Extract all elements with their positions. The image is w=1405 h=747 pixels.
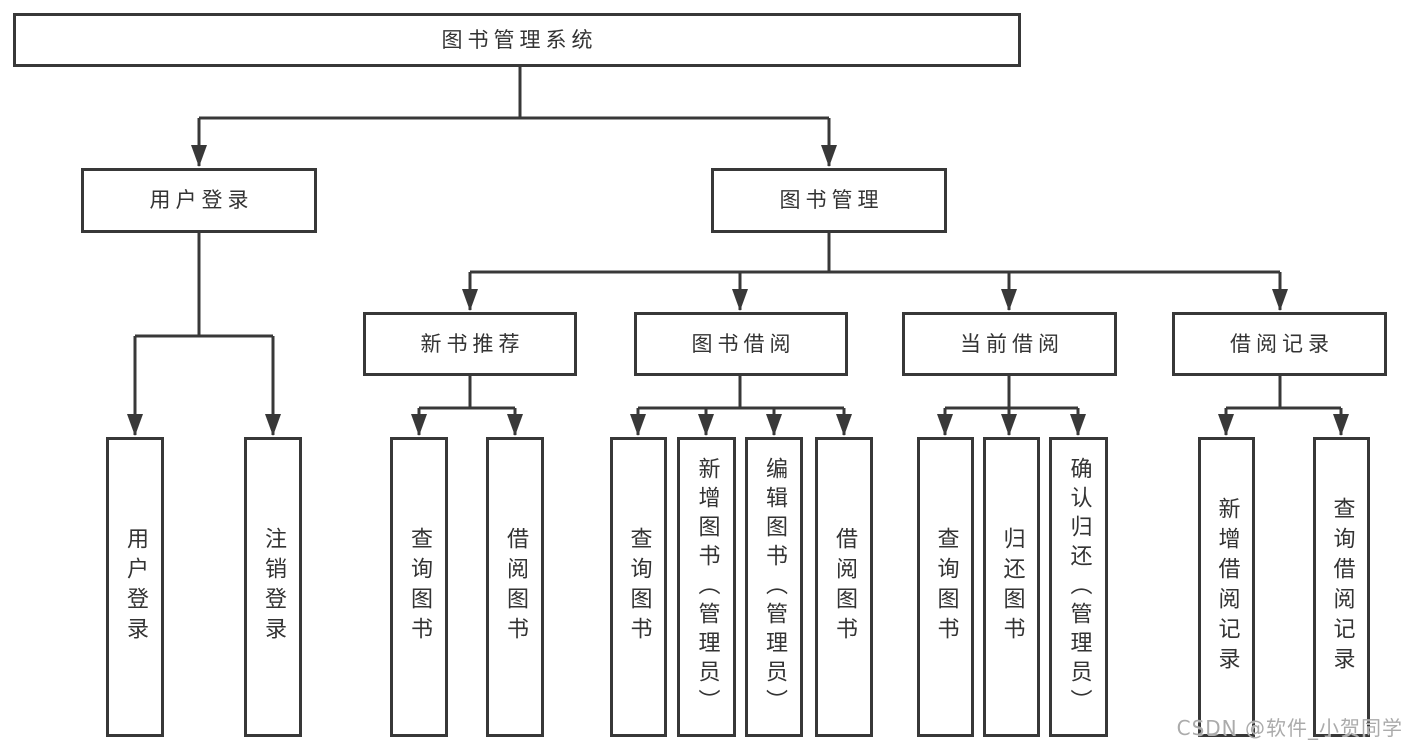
leaf-query-books-borrow-label: 查询图书 bbox=[626, 527, 652, 647]
leaf-borrow-books-recommend-label: 借阅图书 bbox=[503, 527, 528, 647]
leaf-confirm-return-admin-label: 确认归还（管理员） bbox=[1066, 456, 1092, 718]
leaf-add-borrow-record-label: 新增借阅记录 bbox=[1214, 497, 1240, 677]
leaf-query-books-recommend: 查询图书 bbox=[390, 437, 448, 737]
leaf-add-borrow-record: 新增借阅记录 bbox=[1198, 437, 1255, 737]
node-user-login: 用户登录 bbox=[81, 168, 317, 233]
leaf-logout: 注销登录 bbox=[244, 437, 302, 737]
leaf-borrow-books: 借阅图书 bbox=[815, 437, 873, 737]
leaf-borrow-books-recommend: 借阅图书 bbox=[486, 437, 544, 737]
leaf-query-books-current: 查询图书 bbox=[917, 437, 974, 737]
leaf-query-books-borrow: 查询图书 bbox=[610, 437, 667, 737]
leaf-query-borrow-record-label: 查询借阅记录 bbox=[1329, 497, 1355, 677]
leaf-user-login: 用户登录 bbox=[106, 437, 164, 737]
node-current-borrowing: 当前借阅 bbox=[902, 312, 1117, 376]
node-new-book-recommendation: 新书推荐 bbox=[363, 312, 577, 376]
leaf-edit-books-admin-label: 编辑图书（管理员） bbox=[762, 456, 787, 718]
watermark: CSDN @软件_小贺同学 bbox=[1176, 716, 1403, 740]
node-borrowing-records: 借阅记录 bbox=[1172, 312, 1387, 376]
leaf-query-borrow-record: 查询借阅记录 bbox=[1313, 437, 1370, 737]
leaf-borrow-books-label: 借阅图书 bbox=[832, 527, 857, 647]
leaf-return-books: 归还图书 bbox=[983, 437, 1040, 737]
node-library-management-system: 图书管理系统 bbox=[13, 13, 1021, 67]
leaf-user-login-label: 用户登录 bbox=[123, 527, 148, 647]
leaf-logout-label: 注销登录 bbox=[261, 527, 286, 647]
leaf-add-books-admin-label: 新增图书（管理员） bbox=[694, 456, 720, 718]
leaf-return-books-label: 归还图书 bbox=[999, 527, 1025, 647]
node-book-borrowing: 图书借阅 bbox=[634, 312, 848, 376]
leaf-query-books-current-label: 查询图书 bbox=[933, 527, 959, 647]
leaf-query-books-recommend-label: 查询图书 bbox=[407, 527, 432, 647]
leaf-add-books-admin: 新增图书（管理员） bbox=[677, 437, 736, 737]
node-book-management: 图书管理 bbox=[711, 168, 947, 233]
leaf-confirm-return-admin: 确认归还（管理员） bbox=[1049, 437, 1108, 737]
leaf-edit-books-admin: 编辑图书（管理员） bbox=[745, 437, 803, 737]
